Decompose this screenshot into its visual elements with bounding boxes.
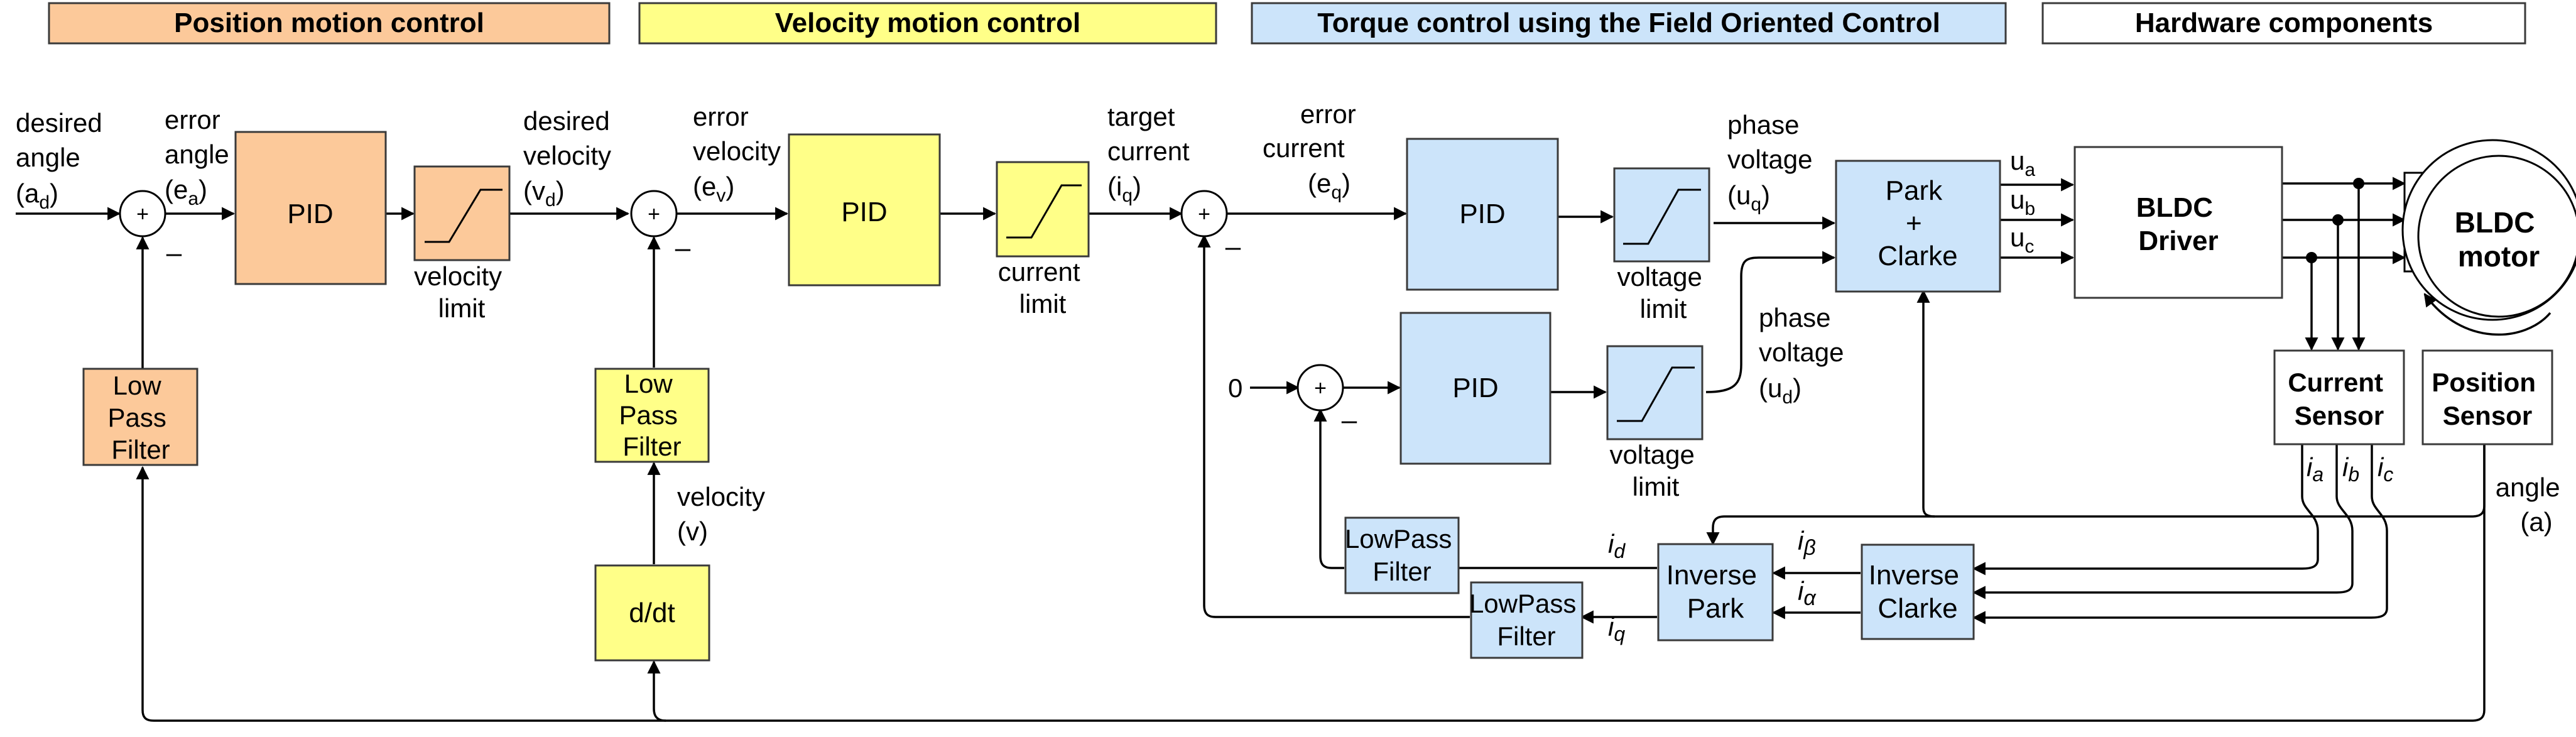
legend: Position motion control Velocity motion … xyxy=(48,2,2526,45)
q-voltage-limit-block xyxy=(1613,167,1710,263)
sum-junction-current-q: + – xyxy=(1180,190,1241,262)
id-label: id xyxy=(1608,529,1626,562)
velocity-low-pass-filter-block: Low Pass Filter xyxy=(594,368,710,463)
q-voltage-limit-label: voltage limit xyxy=(1617,262,1709,324)
legend-position-label: Position motion control xyxy=(174,8,484,38)
legend-position-swatch xyxy=(48,2,611,45)
iq-label: iq xyxy=(1608,612,1625,645)
svg-text:BLDC motor: BLDC motor xyxy=(2455,206,2543,273)
svg-text:–: – xyxy=(166,237,182,268)
phase-voltage-q-label: phase voltage (uq) xyxy=(1727,110,1820,215)
velocity-limit-label: velocity limit xyxy=(414,261,509,323)
target-current-label: target current (iq) xyxy=(1107,102,1197,206)
id-low-pass-filter-block: LowPass Filter xyxy=(1344,516,1460,594)
ib-label: ib xyxy=(2342,452,2359,486)
error-velocity-label: error velocity (ev) xyxy=(693,102,788,206)
svg-text:Low Pass Filter: Low Pass Filter xyxy=(107,371,173,464)
zero-reference-label: 0 xyxy=(1228,373,1242,403)
velocity-feedback-label: velocity (v) xyxy=(677,482,773,546)
ialpha-label: iα xyxy=(1798,576,1817,610)
svg-text:–: – xyxy=(1342,405,1357,435)
d-axis-pid-block: PID xyxy=(1399,312,1552,465)
bldc-driver-block: BLDC Driver xyxy=(2073,146,2283,299)
iq-low-pass-filter-block: LowPass Filter xyxy=(1469,581,1584,659)
svg-text:Park + Clarke: Park + Clarke xyxy=(1878,175,1957,271)
bldc-motor: BLDC motor xyxy=(2401,139,2576,321)
velocity-pid-block: PID xyxy=(788,133,941,287)
desired-velocity-label: desired velocity (vd) xyxy=(523,106,619,210)
ub-label: ub xyxy=(2010,185,2035,219)
inverse-park-block: Inverse Park xyxy=(1657,543,1774,641)
svg-text:+: + xyxy=(1198,202,1210,226)
q-axis-pid-block: PID xyxy=(1406,138,1559,291)
angle-feedback-label: angle (a) xyxy=(2496,472,2567,537)
current-limit-block xyxy=(996,161,1090,258)
error-angle-label: error angle (ea) xyxy=(165,105,236,209)
error-current-label: error current (eq) xyxy=(1263,99,1363,203)
legend-velocity-label: Velocity motion control xyxy=(775,8,1081,38)
svg-text:LowPass Filter: LowPass Filter xyxy=(1469,589,1584,651)
ia-label: ia xyxy=(2307,452,2323,486)
derivative-block: d/dt xyxy=(594,564,710,662)
current-limit-label: current limit xyxy=(998,257,1087,319)
inverse-clarke-block: Inverse Clarke xyxy=(1861,543,1975,640)
park-clarke-block: Park + Clarke xyxy=(1835,160,2001,293)
ic-label: ic xyxy=(2378,452,2393,486)
velocity-limit-block xyxy=(413,165,511,261)
legend-hardware-swatch xyxy=(2041,2,2526,45)
angle-low-pass-filter-block: Low Pass Filter xyxy=(82,368,198,466)
current-sensor-block: Current Sensor xyxy=(2273,349,2405,445)
legend-torque-label: Torque control using the Field Oriented … xyxy=(1317,8,1940,38)
svg-text:–: – xyxy=(675,232,691,263)
svg-text:Low Pass Filter: Low Pass Filter xyxy=(619,369,685,461)
svg-text:Inverse Clarke: Inverse Clarke xyxy=(1869,560,1967,624)
signal-wires xyxy=(16,177,2552,722)
legend-velocity-swatch xyxy=(638,2,1217,45)
svg-text:d/dt: d/dt xyxy=(629,598,675,628)
svg-text:Inverse Park: Inverse Park xyxy=(1666,560,1765,624)
legend-hardware-label: Hardware components xyxy=(2135,8,2433,38)
svg-text:Current Sensor: Current Sensor xyxy=(2288,368,2390,430)
svg-text:+: + xyxy=(648,202,660,226)
sum-junction-angle: + – xyxy=(119,190,182,268)
ua-label: ua xyxy=(2010,146,2035,180)
sum-junction-velocity: + – xyxy=(630,190,691,263)
sum-junction-current-d: + – xyxy=(1296,364,1357,435)
svg-text:PID: PID xyxy=(1459,199,1505,229)
d-voltage-limit-label: voltage limit xyxy=(1609,440,1702,501)
svg-text:BLDC Driver: BLDC Driver xyxy=(2136,192,2220,256)
position-sensor-block: Position Sensor xyxy=(2421,349,2553,445)
ibeta-label: iβ xyxy=(1798,526,1816,560)
svg-text:LowPass Filter: LowPass Filter xyxy=(1345,524,1459,586)
phase-voltage-d-label: phase voltage (ud) xyxy=(1759,303,1851,408)
d-voltage-limit-block xyxy=(1606,345,1704,440)
svg-text:PID: PID xyxy=(1452,373,1498,403)
svg-text:PID: PID xyxy=(287,199,333,229)
position-pid-block: PID xyxy=(234,131,387,285)
svg-text:–: – xyxy=(1226,231,1241,262)
legend-torque-swatch xyxy=(1251,2,2007,45)
svg-text:Position Sensor: Position Sensor xyxy=(2432,368,2543,430)
desired-angle-label: desired angle (ad) xyxy=(16,108,109,213)
uc-label: uc xyxy=(2010,222,2034,257)
svg-text:+: + xyxy=(1314,376,1327,400)
svg-text:PID: PID xyxy=(841,197,887,227)
svg-text:+: + xyxy=(136,202,149,226)
